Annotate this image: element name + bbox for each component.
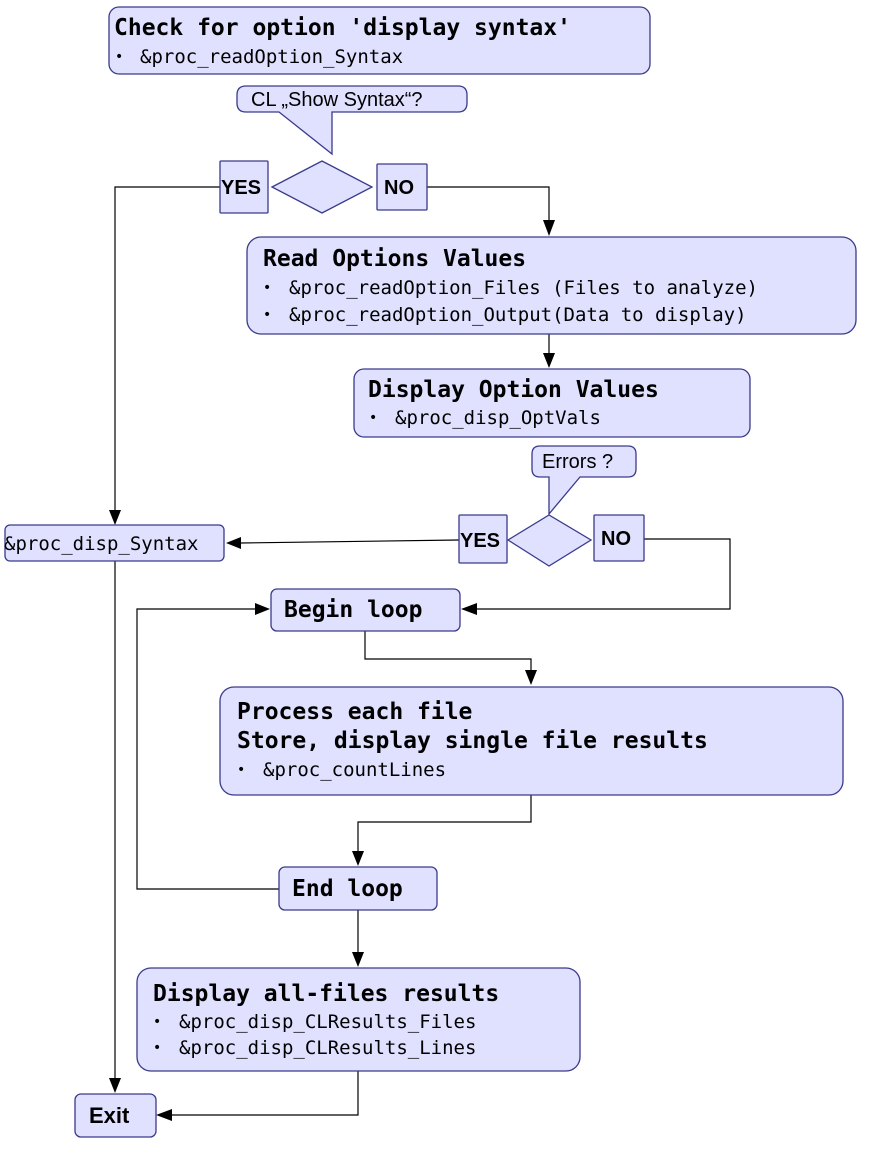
bullet-icon: • (263, 307, 271, 323)
node-exit-box (74, 1093, 157, 1138)
node-exit-title: Exit (89, 1103, 130, 1128)
decision-show-syntax-yes-box (219, 160, 269, 214)
bullet-icon: • (153, 1014, 161, 1030)
bullet-icon: • (263, 280, 271, 296)
callout-errors-text: Errors ? (542, 451, 613, 473)
node-display-options-item: &proc_disp_OptVals (395, 407, 601, 429)
node-disp-syntax: &proc_disp_Syntax (4, 524, 225, 562)
callout-show-syntax: CL „Show Syntax“? (236, 85, 468, 156)
node-display-results-item-1: &proc_disp_CLResults_Files (179, 1011, 476, 1033)
node-check-syntax: Check for option 'display syntax' • &pro… (108, 6, 651, 75)
arrowhead-exit-top (109, 1078, 121, 1093)
node-process-file: Process each file Store, display single … (219, 686, 844, 796)
node-end-loop-box (278, 866, 438, 911)
decision-show-syntax-no-box (376, 163, 428, 211)
node-display-options: Display Option Values • &proc_disp_OptVa… (353, 368, 751, 438)
node-read-options-box (246, 236, 857, 335)
node-display-results: Display all-files results • &proc_disp_C… (136, 967, 581, 1072)
node-display-results-box (136, 967, 581, 1072)
node-read-options-item-1: &proc_readOption_Files (Files to analyze… (289, 277, 758, 299)
arrowhead-begin-loop-left (255, 603, 270, 615)
connector-no-errors-to-begin-loop (477, 538, 731, 610)
arrowhead-end-loop (352, 851, 364, 866)
node-process-file-title-2: Store, display single file results (237, 728, 708, 754)
node-check-syntax-title: Check for option 'display syntax' (114, 15, 571, 41)
node-check-syntax-box (108, 6, 651, 75)
node-exit: Exit (74, 1093, 157, 1138)
node-disp-syntax-box (4, 524, 225, 562)
node-end-loop: End loop (278, 866, 438, 911)
node-begin-loop: Begin loop (270, 588, 461, 632)
connector-yes-errors-to-disp-syntax (239, 539, 460, 544)
connector-yes-to-disp-syntax (114, 186, 220, 512)
node-disp-syntax-label: &proc_disp_Syntax (4, 533, 198, 555)
node-read-options-title: Read Options Values (263, 246, 526, 272)
decision-show-syntax-diamond (270, 160, 374, 214)
connector-loop-back (136, 608, 279, 890)
callout-show-syntax-bubble (236, 85, 468, 156)
node-display-options-box (353, 368, 751, 438)
bullet-icon: • (369, 410, 377, 426)
node-check-syntax-item: &proc_readOption_Syntax (140, 46, 403, 68)
node-begin-loop-box (270, 588, 461, 632)
node-read-options-item-2: &proc_readOption_Output(Data to display) (289, 304, 747, 326)
arrowhead-display-options (543, 353, 555, 368)
arrowhead-disp-syntax-side (226, 537, 241, 549)
connector-no-to-read-options (427, 186, 550, 222)
arrowhead-display-results (352, 952, 364, 967)
callout-show-syntax-text: CL „Show Syntax“? (251, 89, 423, 111)
bullet-icon: • (237, 762, 245, 778)
decision-errors-yes-box (458, 514, 508, 564)
decision-errors: YES NO (458, 514, 645, 567)
decision-errors-diamond (506, 514, 593, 567)
connector-results-to-exit (172, 1071, 359, 1116)
node-begin-loop-title: Begin loop (284, 597, 422, 623)
decision-show-syntax: YES NO (219, 160, 428, 214)
connector-begin-to-process (364, 631, 532, 671)
arrowhead-disp-syntax-top (109, 510, 121, 525)
arrowhead-process-file (525, 670, 537, 685)
node-process-file-title-1: Process each file (237, 699, 472, 725)
decision-errors-no-label: NO (601, 528, 631, 550)
node-process-file-box (219, 686, 844, 796)
decision-errors-yes-label: YES (460, 530, 500, 552)
arrowhead-exit-side (156, 1109, 172, 1121)
callout-errors-bubble (531, 445, 637, 516)
arrowhead-read-options (543, 220, 555, 236)
node-process-file-item: &proc_countLines (263, 759, 446, 781)
node-display-results-title: Display all-files results (153, 981, 499, 1007)
node-display-options-title: Display Option Values (368, 377, 659, 403)
decision-show-syntax-yes-label: YES (221, 177, 261, 199)
connectors (109, 186, 731, 1121)
decision-show-syntax-no-label: NO (384, 177, 414, 199)
decision-errors-no-box (593, 514, 645, 562)
node-read-options: Read Options Values • &proc_readOption_F… (246, 236, 857, 335)
connector-process-to-end (357, 795, 532, 852)
bullet-icon: • (115, 49, 123, 65)
node-end-loop-title: End loop (292, 876, 403, 902)
callout-errors: Errors ? (531, 445, 637, 516)
bullet-icon: • (153, 1040, 161, 1056)
node-display-results-item-2: &proc_disp_CLResults_Lines (179, 1037, 476, 1059)
arrowhead-begin-loop-right (461, 603, 477, 615)
